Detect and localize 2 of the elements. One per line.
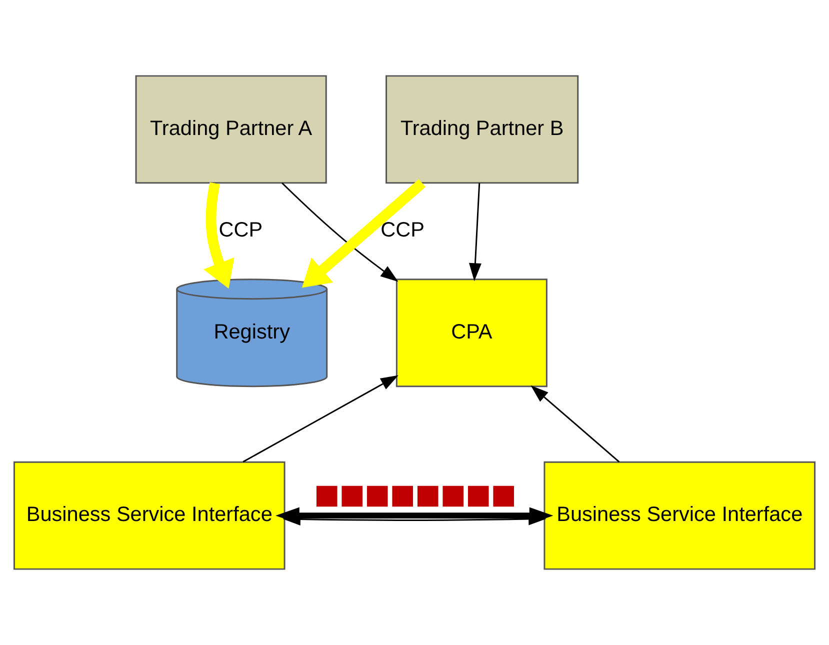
edge-label: CCP xyxy=(380,218,425,242)
edge-label: CCP xyxy=(218,218,263,242)
